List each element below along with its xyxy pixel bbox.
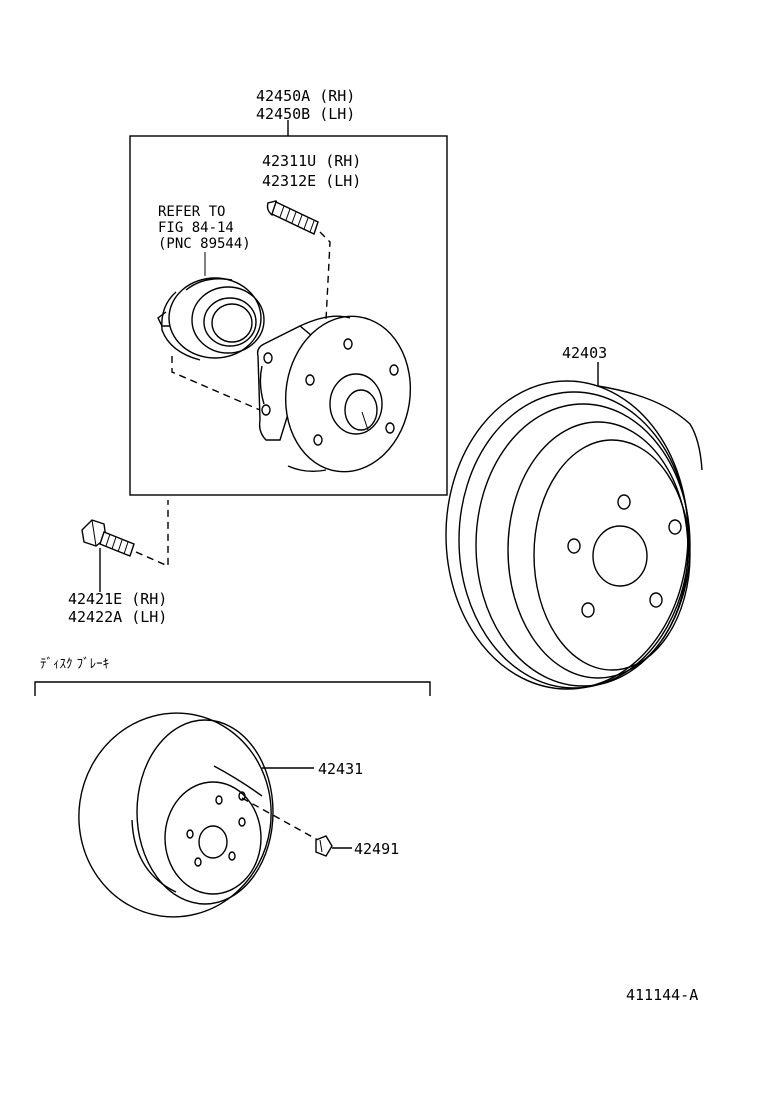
stud-label-lh: 42312E (LH) [262,172,361,190]
bolt-label-rh: 42421E (RH) [68,590,167,608]
bearing-dash-line [171,356,261,411]
hub-stud [266,200,319,235]
refer-line-3: (PNC 89544) [158,236,251,252]
assembly-label-rh: 42450A (RH) [256,87,355,105]
bolt-dash-line [135,500,169,568]
brake-drum [445,362,703,690]
disc-section-title: ﾃﾞｨｽｸ ﾌﾞﾚｰｷ [40,657,109,672]
figure-code: 411144-A [626,986,698,1004]
brake-disc [78,712,274,918]
assembly-label-lh: 42450B (LH) [256,105,355,123]
screw-dash-line [241,797,319,841]
bolt-label-lh: 42422A (LH) [68,608,167,626]
stud-dash-line [319,231,331,321]
refer-line-1: REFER TO [158,204,225,220]
disc-part-label: 42431 [318,760,363,778]
hub-bolt [81,519,135,557]
assembly-box [129,135,448,496]
hub-assembly-group [129,120,448,496]
refer-line-2: FIG 84-14 [158,220,234,236]
disc-section [34,681,431,918]
hub [256,315,412,473]
stud-label-rh: 42311U (RH) [262,152,361,170]
drum-part-label: 42403 [562,344,607,362]
screw-part-label: 42491 [354,840,399,858]
bearing [157,252,265,361]
set-screw [315,835,333,857]
disc-section-bracket [34,681,431,696]
